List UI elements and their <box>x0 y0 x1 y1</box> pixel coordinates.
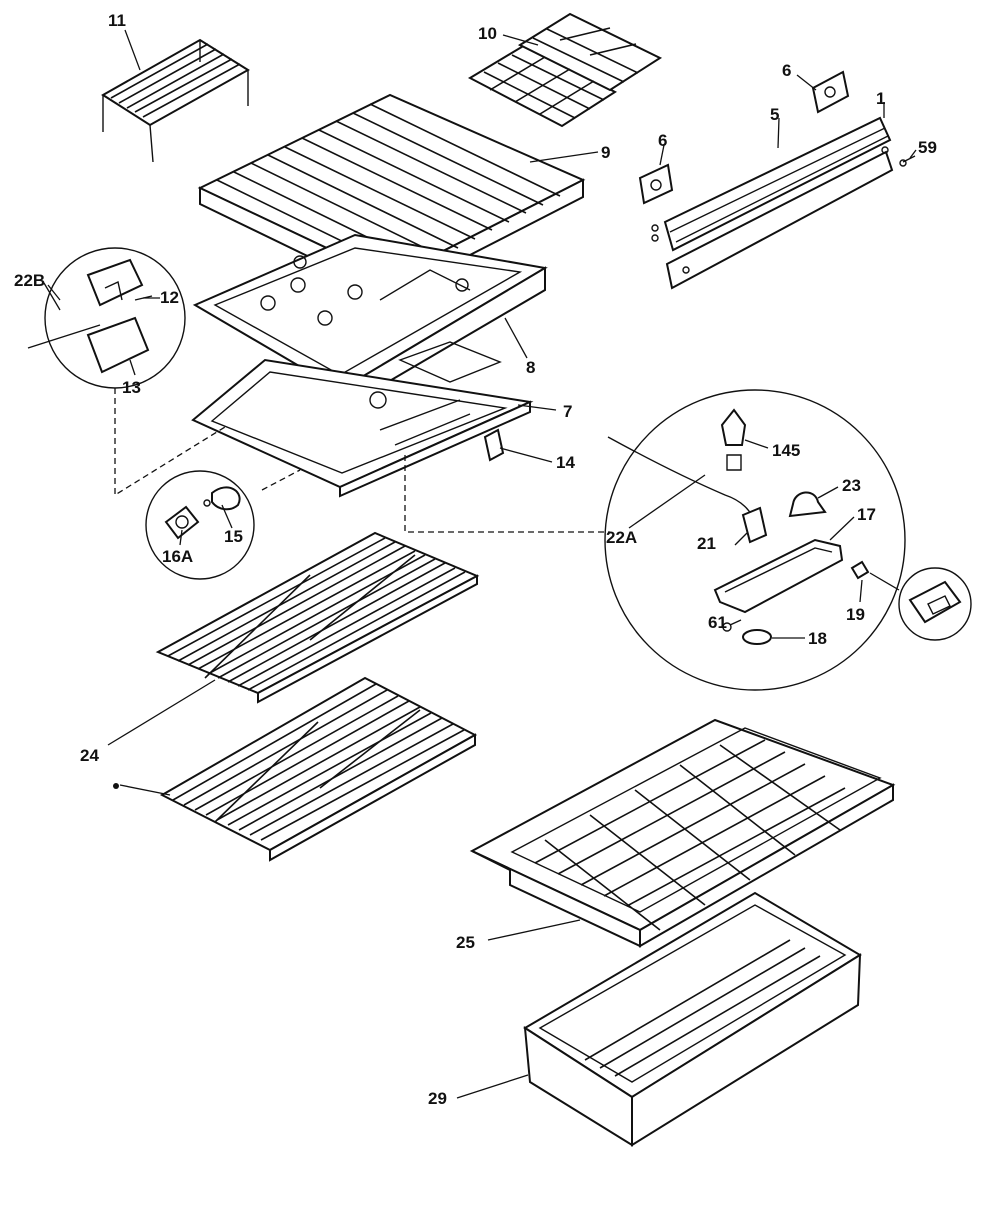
label-145: 145 <box>772 441 800 460</box>
label-11: 11 <box>108 11 126 30</box>
leader-lines <box>43 29 917 1099</box>
label-17: 17 <box>857 505 876 524</box>
label-21: 21 <box>697 534 716 553</box>
label-9: 9 <box>601 143 610 162</box>
part-labels: 11 10 9 6 5 1 59 6 22B 12 13 8 7 14 145 … <box>14 11 937 1108</box>
label-22b: 22B <box>14 271 45 290</box>
label-15: 15 <box>224 527 243 546</box>
crisper-pan <box>523 891 862 1147</box>
label-16a: 16A <box>162 547 193 566</box>
connector-lower <box>261 469 301 491</box>
label-6-lower: 6 <box>658 131 667 150</box>
label-18: 18 <box>808 629 827 648</box>
wire-rack <box>101 38 250 163</box>
label-7: 7 <box>563 402 572 421</box>
ice-trays <box>467 12 663 128</box>
label-8: 8 <box>526 358 535 377</box>
connector-switch <box>869 572 900 591</box>
connector-right <box>404 455 610 533</box>
crisper-cover <box>469 718 896 948</box>
rail-assembly <box>651 116 894 290</box>
detail-circle-switch <box>898 567 972 641</box>
label-5: 5 <box>770 105 779 124</box>
screw-59 <box>899 155 916 167</box>
label-25: 25 <box>456 933 475 952</box>
label-6-upper: 6 <box>782 61 791 80</box>
shelf-lower <box>159 676 478 862</box>
shelf-upper <box>155 531 480 704</box>
evaporator-frame <box>192 233 548 412</box>
label-12: 12 <box>160 288 179 307</box>
shelf-marker-dot <box>113 783 119 789</box>
label-14: 14 <box>556 453 575 472</box>
detail-circle-control <box>604 389 906 691</box>
lower-plate <box>191 341 534 498</box>
label-13: 13 <box>122 378 141 397</box>
bracket-upper <box>811 70 850 114</box>
bracket-lower <box>638 163 674 205</box>
label-1: 1 <box>876 89 885 108</box>
label-29: 29 <box>428 1089 447 1108</box>
label-24: 24 <box>80 746 99 765</box>
clip-14 <box>483 428 505 462</box>
label-23: 23 <box>842 476 861 495</box>
connector-left <box>114 388 226 497</box>
label-10: 10 <box>478 24 497 43</box>
label-61: 61 <box>708 613 727 632</box>
detail-circle-bulb <box>145 470 255 580</box>
detail-circle-left <box>27 247 186 389</box>
label-59: 59 <box>918 138 937 157</box>
label-22a: 22A <box>606 528 637 547</box>
label-19: 19 <box>846 605 865 624</box>
